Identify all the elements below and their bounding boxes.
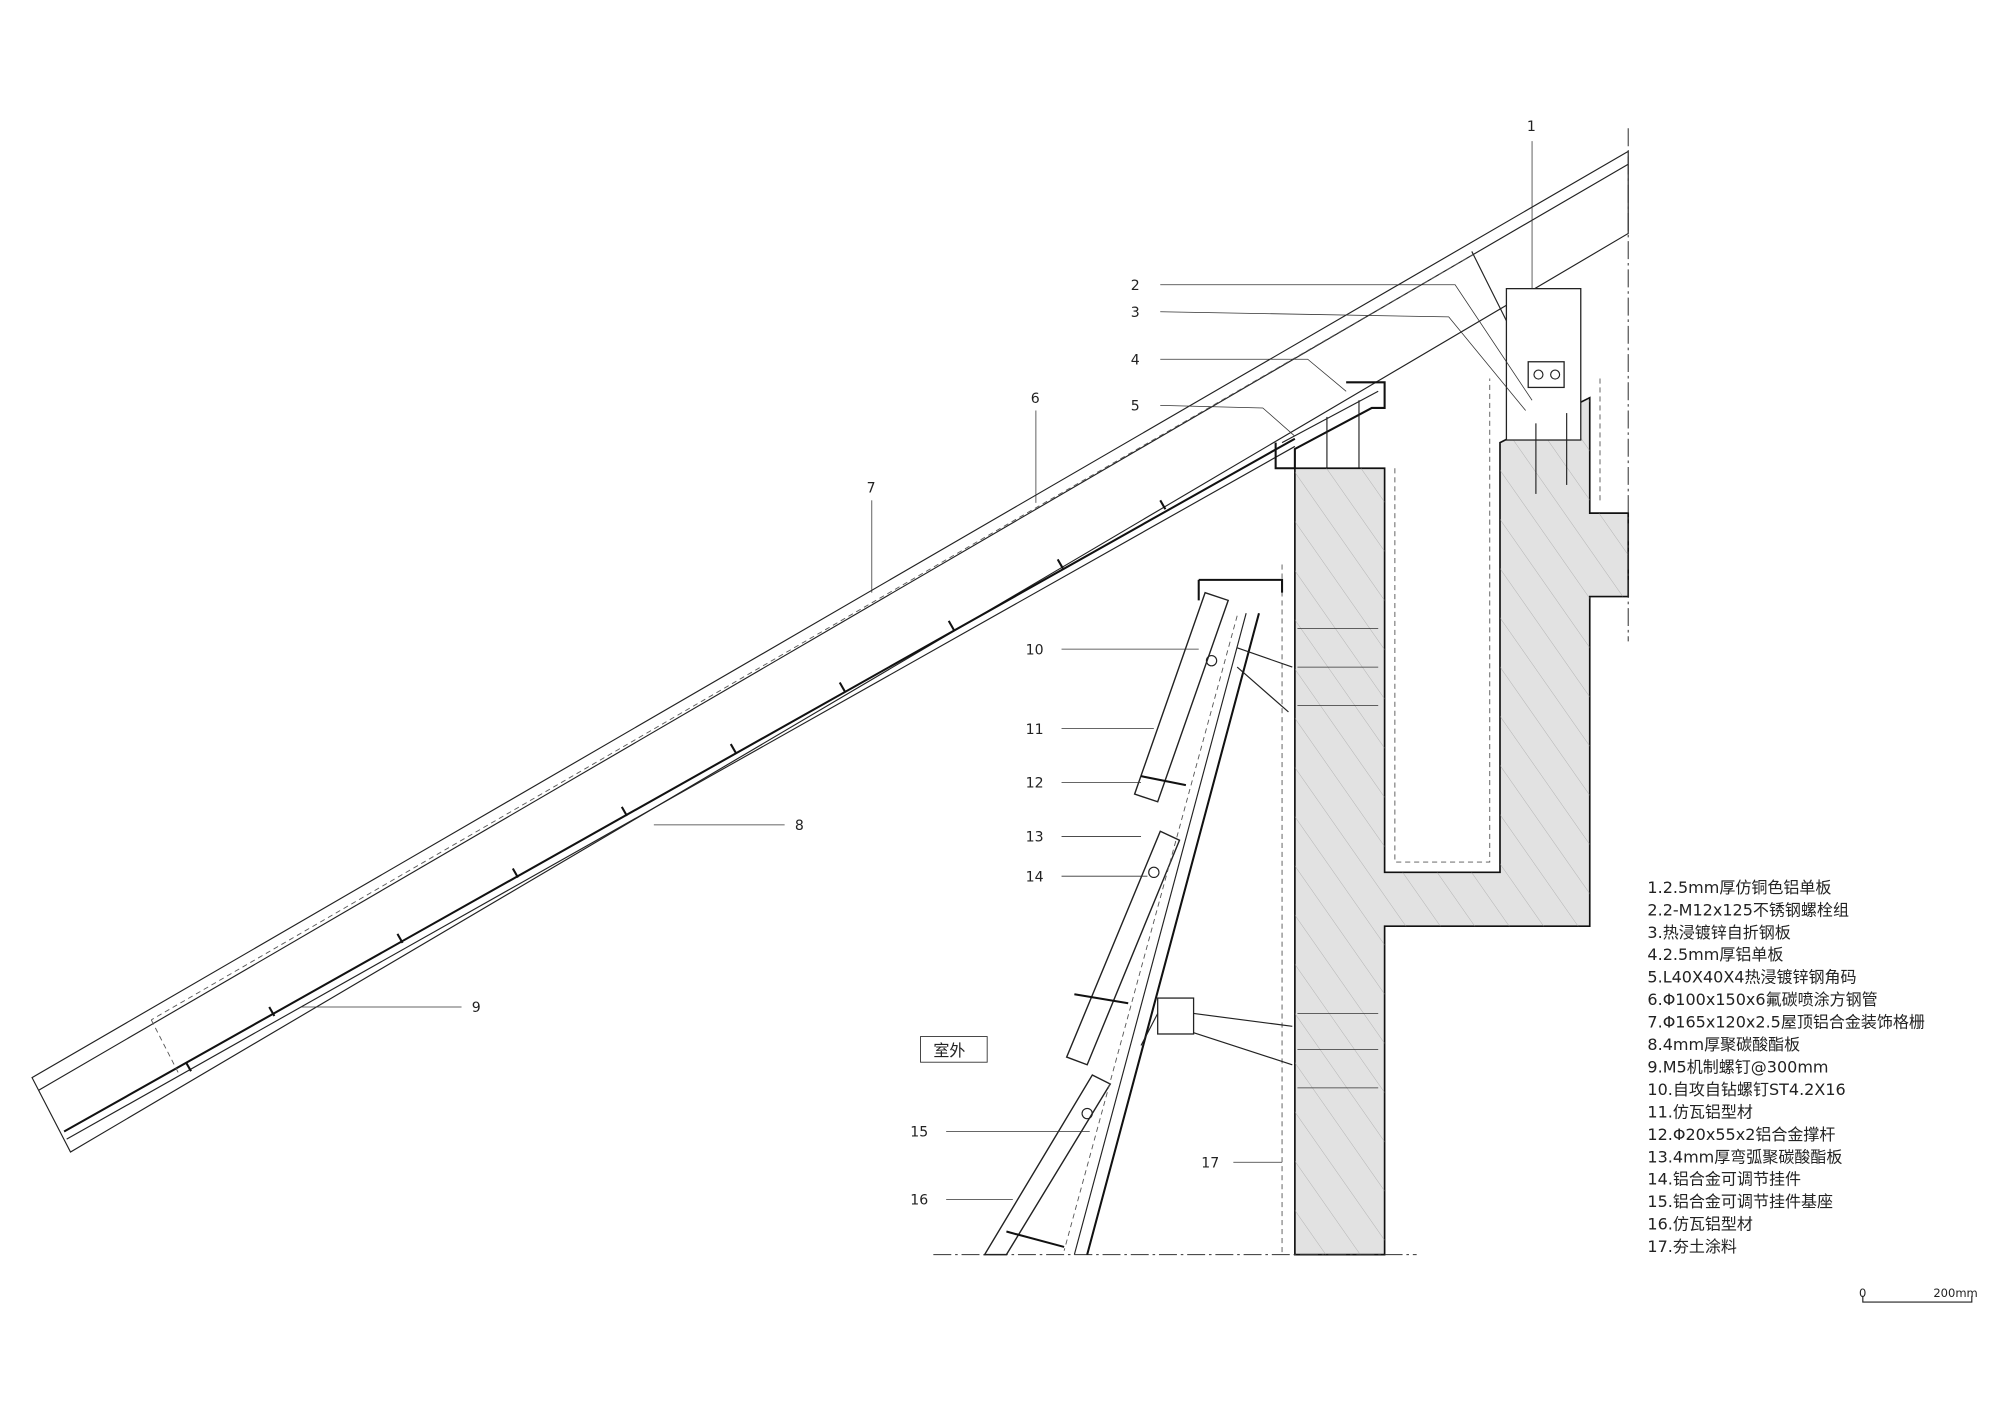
callout-numbers: 1 2 3 4 5 6 7 8 9 10 11 12 13 14 15 16 1… — [472, 119, 1536, 1209]
roof-grille — [31, 150, 1629, 1153]
callout-12: 12 — [1026, 776, 1044, 792]
legend-item: 4.2.5mm厚铝单板 — [1647, 945, 1783, 964]
legend-item: 12.Φ20x55x2铝合金撑杆 — [1647, 1125, 1835, 1144]
scale-bar: 0 200mm — [1859, 1286, 1978, 1303]
callout-11: 11 — [1026, 722, 1044, 738]
callout-4: 4 — [1131, 352, 1140, 368]
callout-9: 9 — [472, 1000, 481, 1016]
legend: 1.2.5mm厚仿铜色铝单板 2.2-M12x125不锈钢螺栓组 3.热浸镀锌自… — [1647, 878, 1925, 1256]
legend-item: 13.4mm厚弯弧聚碳酸酯板 — [1647, 1147, 1842, 1166]
callout-13: 13 — [1026, 830, 1044, 846]
louvre-assembly — [983, 578, 1293, 1256]
outdoor-label: 室外 — [933, 1041, 965, 1060]
screw-marks — [185, 499, 1167, 1072]
legend-item: 16.仿瓦铝型材 — [1647, 1215, 1753, 1234]
callout-10: 10 — [1026, 642, 1044, 658]
legend-item: 15.铝合金可调节挂件基座 — [1647, 1192, 1833, 1211]
scale-start: 0 — [1859, 1286, 1866, 1300]
callout-15: 15 — [910, 1125, 928, 1141]
legend-item: 11.仿瓦铝型材 — [1647, 1102, 1753, 1121]
legend-item: 9.M5机制螺钉@300mm — [1647, 1057, 1828, 1076]
scale-end: 200mm — [1933, 1286, 1977, 1300]
callout-17: 17 — [1201, 1155, 1219, 1171]
leader-lines — [301, 141, 1533, 1200]
callout-14: 14 — [1026, 869, 1044, 885]
callout-5: 5 — [1131, 399, 1140, 415]
legend-item: 7.Φ165x120x2.5屋顶铝合金装饰格栅 — [1647, 1013, 1925, 1032]
legend-item: 5.L40X40X4热浸镀锌钢角码 — [1647, 968, 1856, 987]
legend-item: 17.夯土涂料 — [1647, 1237, 1737, 1256]
legend-item: 14.铝合金可调节挂件 — [1647, 1170, 1801, 1189]
concrete-wall — [1281, 288, 1630, 1256]
outdoor-label-box: 室外 — [920, 1036, 988, 1063]
callout-16: 16 — [910, 1193, 928, 1209]
callout-1: 1 — [1527, 119, 1536, 135]
legend-item: 8.4mm厚聚碳酸酯板 — [1647, 1035, 1800, 1054]
legend-item: 3.热浸镀锌自折钢板 — [1647, 923, 1790, 942]
legend-item: 6.Φ100x150x6氟碳喷涂方钢管 — [1647, 990, 1877, 1009]
legend-item: 10.自攻自钻螺钉ST4.2X16 — [1647, 1080, 1845, 1099]
callout-3: 3 — [1131, 305, 1140, 321]
callout-7: 7 — [867, 481, 876, 497]
callout-6: 6 — [1031, 391, 1040, 407]
callout-8: 8 — [795, 818, 804, 834]
legend-item: 1.2.5mm厚仿铜色铝单板 — [1647, 878, 1831, 897]
callout-2: 2 — [1131, 278, 1140, 294]
legend-item: 2.2-M12x125不锈钢螺栓组 — [1647, 900, 1849, 919]
